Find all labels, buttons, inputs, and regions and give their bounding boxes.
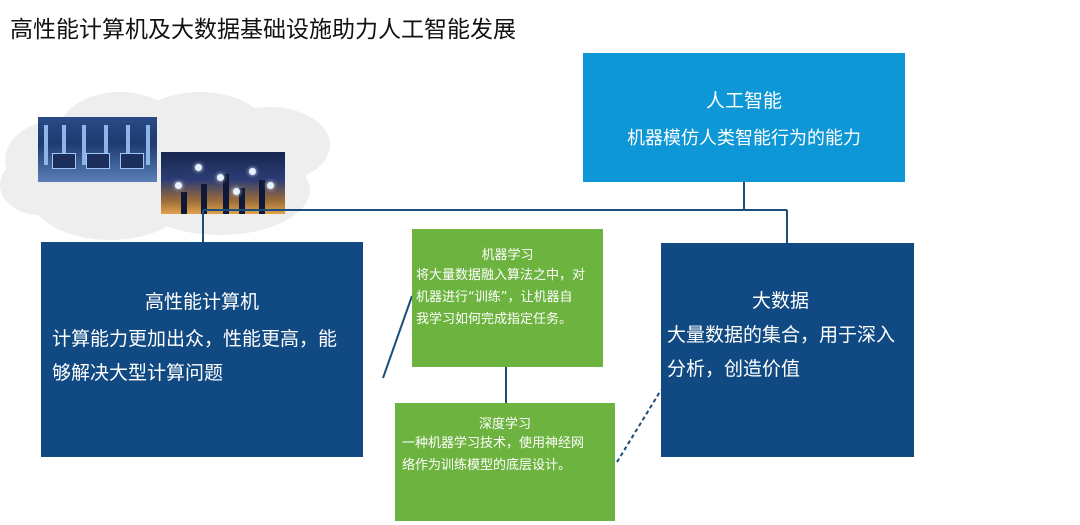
bigdata-heading: 大数据 xyxy=(751,290,809,312)
ml-body: 将大量数据融入算法之中，对 机器进行“训练”，让机器自 我学习如何完成指定任务。 xyxy=(416,265,599,331)
dl-heading: 深度学习 xyxy=(478,417,531,432)
ml-body-line: 我学习如何完成指定任务。 xyxy=(416,312,573,327)
server-room-photo xyxy=(38,117,157,182)
page-title: 高性能计算机及大数据基础设施助力人工智能发展 xyxy=(10,17,516,43)
ai-body: 机器模仿人类智能行为的能力 xyxy=(627,128,861,149)
hpc-body-line: 够解决大型计算问题 xyxy=(52,362,224,384)
dl-box: 深度学习 一种机器学习技术，使用神经网 络作为训练模型的底层设计。 xyxy=(395,403,615,521)
ml-heading: 机器学习 xyxy=(481,248,534,263)
smart-city-photo xyxy=(161,152,285,214)
ai-box: 人工智能 机器模仿人类智能行为的能力 xyxy=(583,53,905,182)
dl-bigdata-connector xyxy=(616,389,662,463)
hpc-box: 高性能计算机 计算能力更加出众，性能更高，能 够解决大型计算问题 xyxy=(41,242,363,457)
bigdata-body: 大量数据的集合，用于深入 分析，创造价值 xyxy=(667,318,914,386)
dl-body-line: 一种机器学习技术，使用神经网 xyxy=(402,436,585,451)
hpc-body: 计算能力更加出众，性能更高，能 够解决大型计算问题 xyxy=(49,322,355,390)
dl-body-line: 络作为训练模型的底层设计。 xyxy=(402,458,572,473)
ai-heading: 人工智能 xyxy=(705,90,782,112)
bigdata-body-line: 大量数据的集合，用于深入 xyxy=(667,324,896,346)
hpc-heading: 高性能计算机 xyxy=(144,291,259,313)
bigdata-box: 大数据 大量数据的集合，用于深入 分析，创造价值 xyxy=(661,243,914,457)
ml-box: 机器学习 将大量数据融入算法之中，对 机器进行“训练”，让机器自 我学习如何完成… xyxy=(412,229,603,367)
ml-body-line: 机器进行“训练”，让机器自 xyxy=(416,290,573,305)
ml-body-line: 将大量数据融入算法之中，对 xyxy=(416,268,586,283)
hpc-ml-connector xyxy=(382,295,413,379)
dl-body: 一种机器学习技术，使用神经网 络作为训练模型的底层设计。 xyxy=(402,433,608,477)
bigdata-body-line: 分析，创造价值 xyxy=(667,358,801,380)
hpc-body-line: 计算能力更加出众，性能更高，能 xyxy=(52,328,338,350)
